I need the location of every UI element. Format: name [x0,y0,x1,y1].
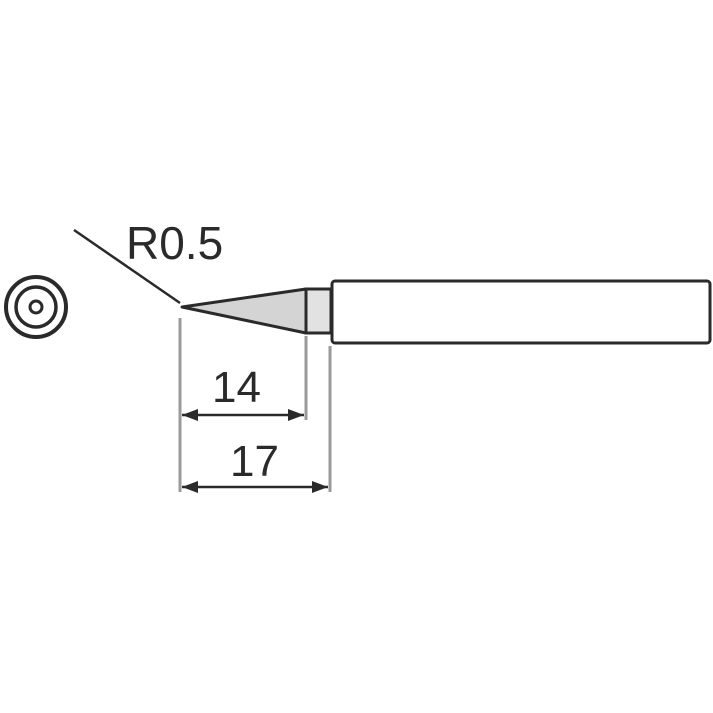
dimension-line-17 [182,481,328,493]
tip-collar [304,287,333,335]
radius-leader-line [73,228,181,305]
dimension-line-14 [182,409,304,421]
radius-annotation: R0.5 [126,217,224,269]
extension-lines [178,318,332,492]
dimension-label-tip-length: 14 [212,363,261,412]
tip-shaft [330,279,712,345]
dimension-label-total-length: 17 [230,437,279,486]
conical-tip [180,287,308,335]
end-view-icon [4,275,68,339]
